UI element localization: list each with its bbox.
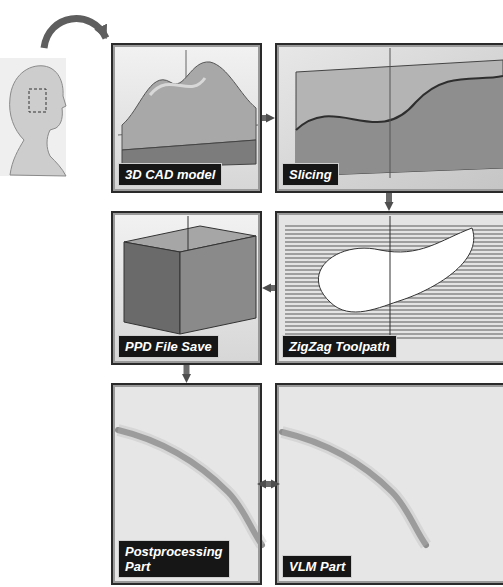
- flow-arrow: [386, 193, 392, 202]
- head-illustration: [0, 19, 106, 176]
- process-box: Slicing: [275, 43, 503, 193]
- curved-arrow: [44, 19, 106, 48]
- flow-arrow: [266, 481, 271, 487]
- step-label: ZigZag Toolpath: [282, 335, 397, 358]
- process-box: PPD File Save: [111, 211, 262, 365]
- step-label: 3D CAD model: [118, 163, 222, 186]
- process-box: Postprocessing Part: [111, 383, 262, 585]
- step-label: PPD File Save: [118, 335, 219, 358]
- cad-model-art: [111, 43, 262, 193]
- ppd-art: [111, 211, 262, 365]
- process-box: 3D CAD model: [111, 43, 262, 193]
- slicing-art: [275, 43, 503, 193]
- step-label: Postprocessing Part: [118, 540, 230, 578]
- photo-background: [0, 58, 66, 176]
- flow-arrow: [271, 285, 275, 291]
- part-photo: [275, 383, 503, 585]
- flow-arrow: [184, 365, 190, 374]
- process-box: ZigZag Toolpath: [275, 211, 503, 365]
- step-label: Slicing: [282, 163, 339, 186]
- process-box: VLM Part: [275, 383, 503, 585]
- step-label: VLM Part: [282, 555, 352, 578]
- zigzag-art: [275, 211, 503, 365]
- head-silhouette: [10, 66, 66, 176]
- region-marker: [29, 89, 46, 112]
- flow-arrow: [262, 115, 266, 121]
- part-photo: [111, 383, 262, 585]
